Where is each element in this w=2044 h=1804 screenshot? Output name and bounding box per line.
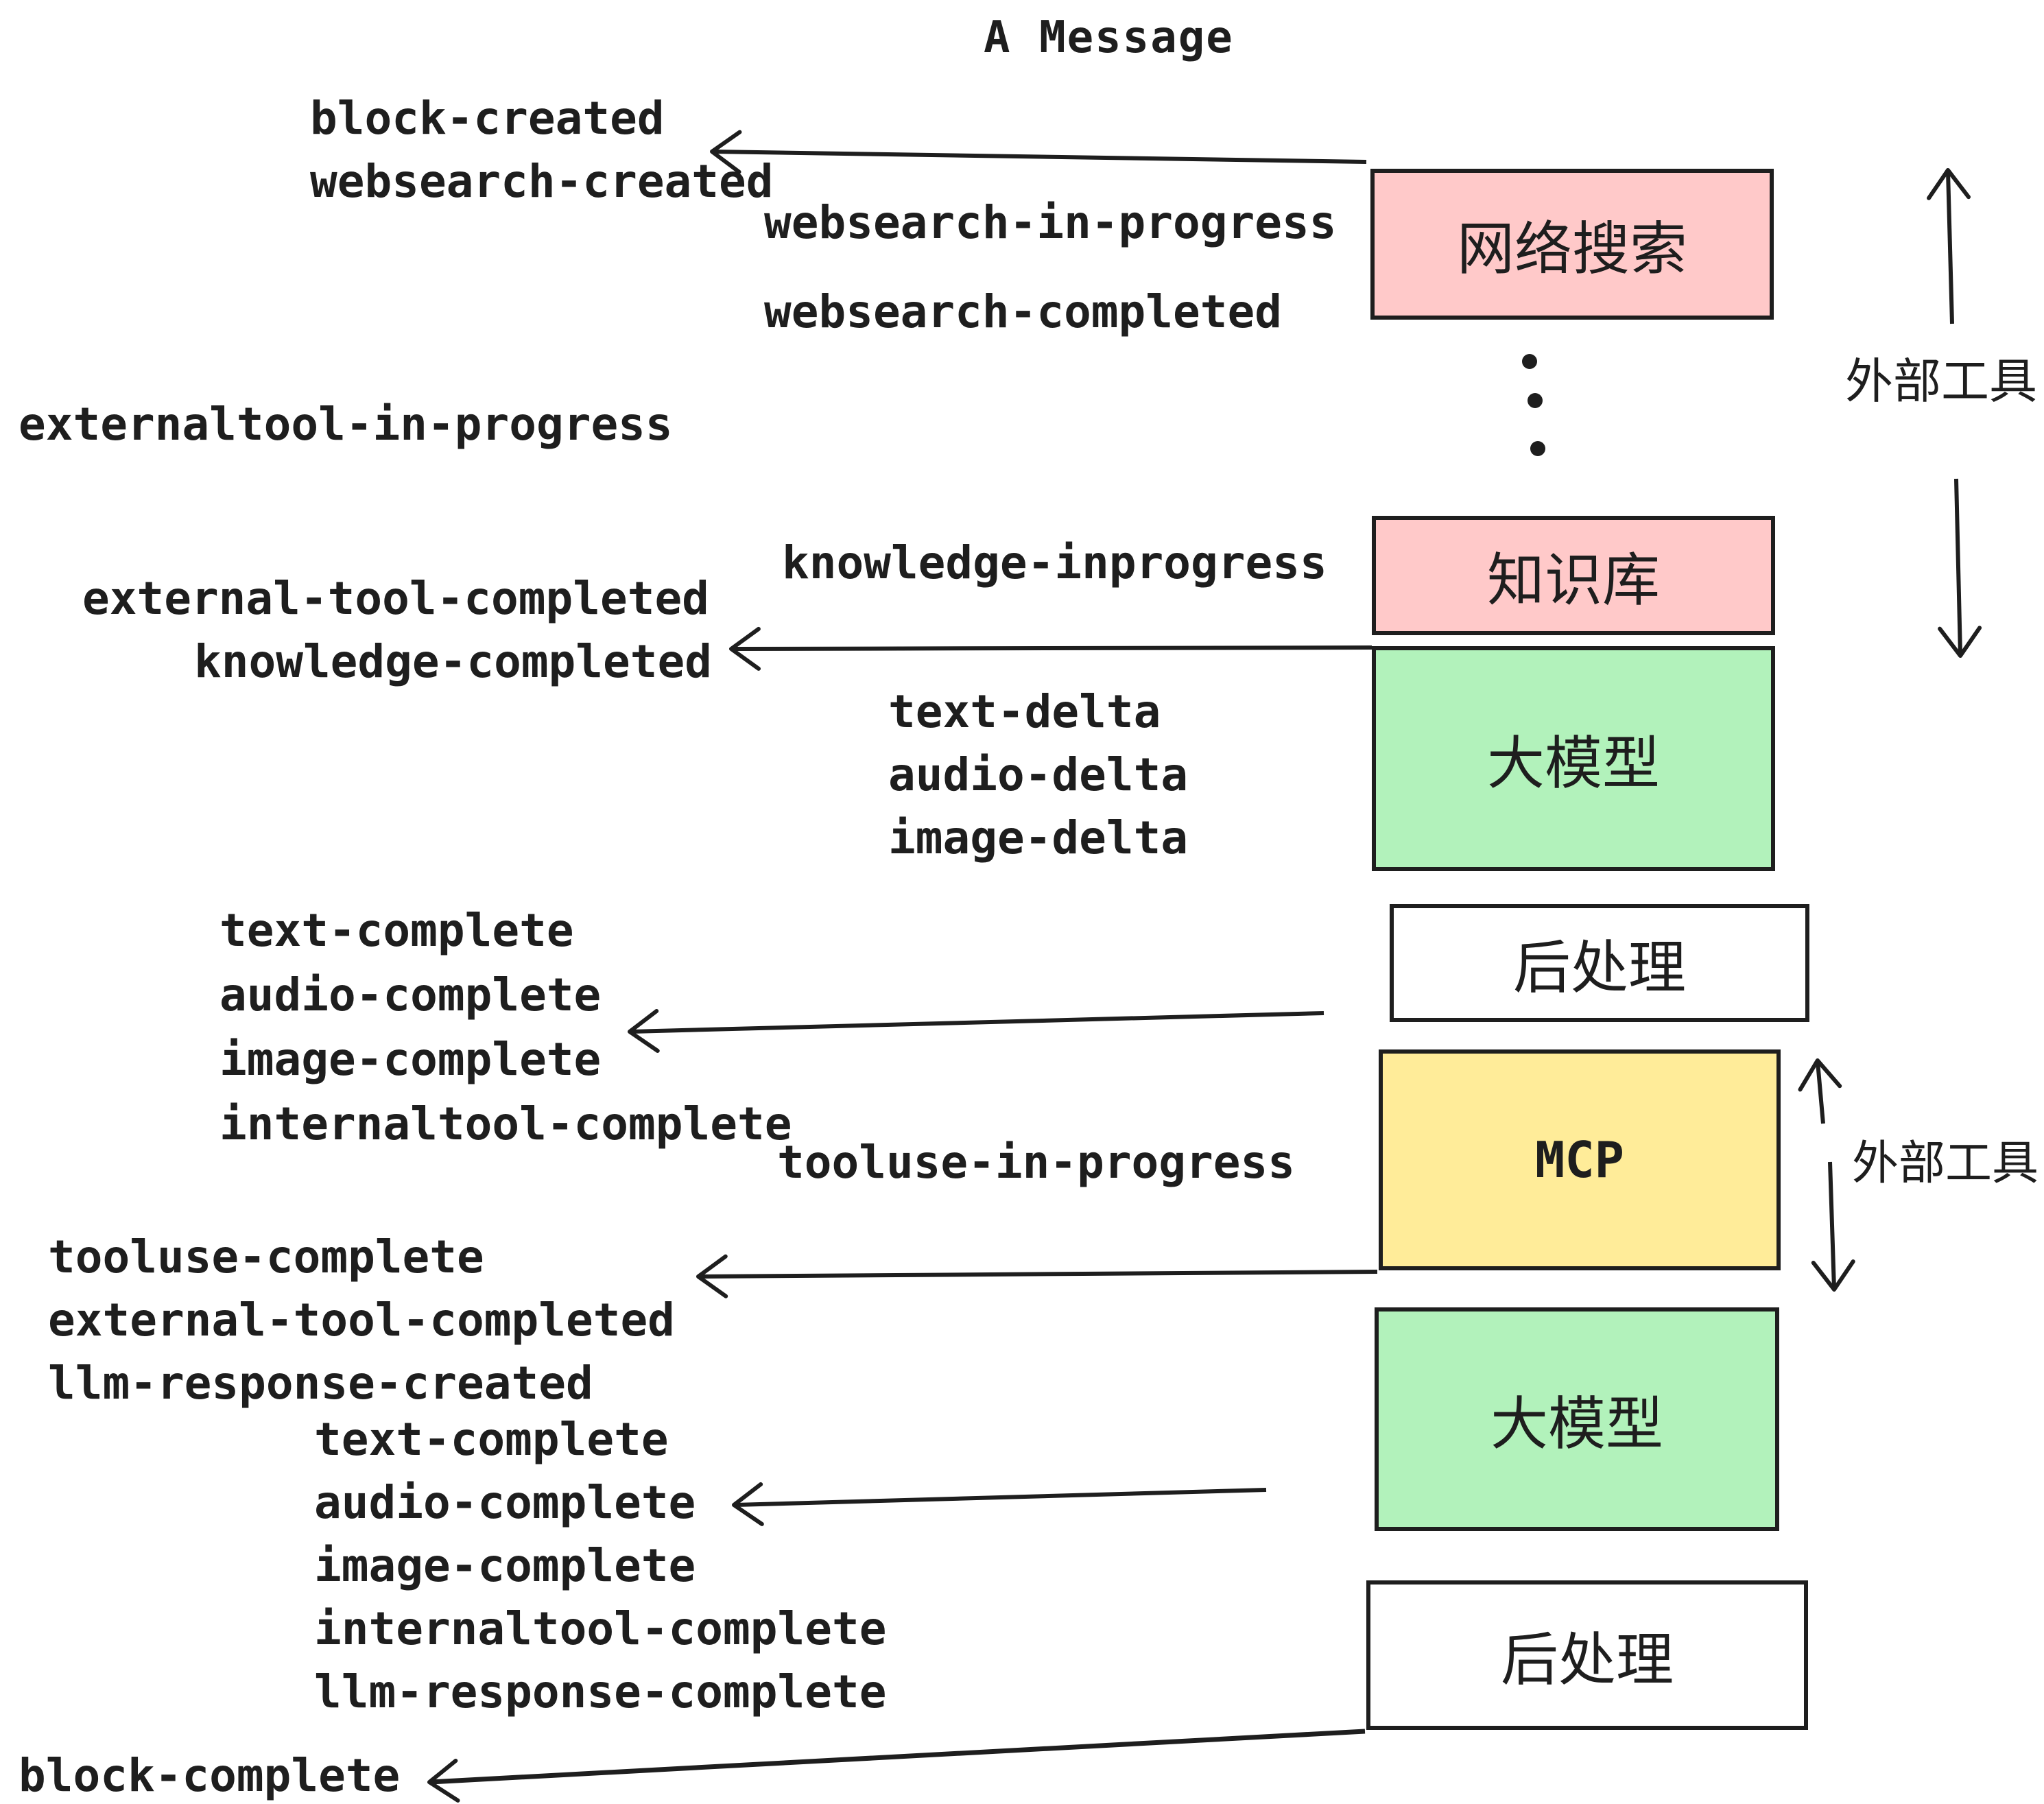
box-llm-1: 大模型 (1372, 646, 1775, 871)
event-audio-complete-1: audio-complete (219, 969, 602, 1021)
box-llm-1-label: 大模型 (1486, 731, 1660, 796)
event-image-complete-1: image-complete (219, 1033, 602, 1086)
box-knowledge-label: 知识库 (1486, 547, 1660, 613)
external-tools-bottom-down-arrow (1811, 1161, 1855, 1292)
event-tooluse-in-progress: tooluse-in-progress (777, 1136, 1295, 1189)
event-llm-response-complete: llm-response-complete (314, 1665, 887, 1718)
event-block-created: block-created (310, 92, 665, 145)
event-audio-delta-1: audio-delta (888, 748, 1189, 801)
box-postprocess-1: 后处理 (1390, 904, 1809, 1022)
box-llm-2-label: 大模型 (1490, 1391, 1663, 1456)
diagram-title: A Message (984, 12, 1234, 63)
event-text-complete-1: text-complete (219, 904, 574, 957)
event-knowledge-inprogress: knowledge-inprogress (782, 536, 1327, 589)
event-image-complete-2: image-complete (314, 1539, 696, 1592)
event-llm-response-created: llm-response-created (48, 1357, 593, 1410)
external-tools-top-label: 外部工具 (1845, 355, 2037, 408)
event-internaltool-complete-2: internaltool-complete (314, 1602, 887, 1655)
box-llm-2: 大模型 (1375, 1307, 1779, 1531)
event-text-complete-2: text-complete (314, 1413, 669, 1466)
arrow-to-block-complete (427, 1729, 1366, 1803)
event-websearch-created: websearch-created (310, 155, 774, 208)
event-external-tool-completed-1: external-tool-completed (82, 572, 709, 625)
box-postprocess-2-label: 后处理 (1500, 1627, 1674, 1692)
event-tooluse-complete: tooluse-complete (48, 1231, 484, 1283)
event-websearch-completed: websearch-completed (764, 285, 1282, 338)
external-tools-top-up-arrow (1927, 168, 1971, 324)
external-tools-top-down-arrow (1938, 478, 1982, 658)
arrow-to-audio-complete (732, 1482, 1267, 1526)
event-websearch-in-progress: websearch-in-progress (764, 196, 1337, 249)
box-websearch: 网络搜索 (1370, 169, 1774, 320)
box-websearch-label: 网络搜索 (1456, 216, 1687, 281)
external-tools-bottom-up-arrow (1798, 1058, 1842, 1124)
box-postprocess-1-label: 后处理 (1512, 935, 1686, 1000)
external-tools-bottom-label: 外部工具 (1852, 1137, 2039, 1189)
event-internaltool-complete-1: internaltool-complete (219, 1097, 792, 1150)
event-knowledge-completed: knowledge-completed (194, 635, 712, 688)
event-block-complete: block-complete (19, 1749, 401, 1802)
arrow-to-block-created (710, 130, 1367, 174)
box-postprocess-2: 后处理 (1366, 1580, 1808, 1730)
arrow-to-external-tool-completed (696, 1254, 1378, 1298)
box-mcp: MCP (1379, 1049, 1781, 1270)
event-audio-complete-2: audio-complete (314, 1476, 696, 1529)
box-mcp-label: MCP (1534, 1131, 1625, 1189)
event-externaltool-in-progress: externaltool-in-progress (19, 398, 673, 451)
event-text-delta-1: text-delta (888, 685, 1161, 738)
ellipsis-dots (1522, 354, 1545, 456)
event-image-delta-1: image-delta (888, 811, 1189, 864)
arrow-to-knowledge-completed (729, 626, 1372, 671)
arrow-to-image-complete (628, 1008, 1324, 1053)
event-external-tool-completed-2: external-tool-completed (48, 1294, 675, 1346)
box-knowledge: 知识库 (1372, 516, 1775, 635)
